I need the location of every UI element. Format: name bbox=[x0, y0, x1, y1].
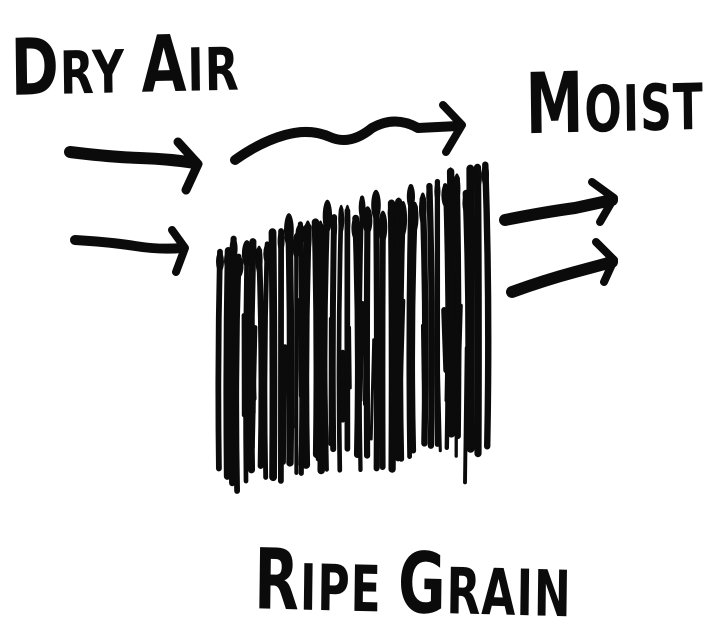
grain-stalk-inner bbox=[292, 347, 293, 427]
grain-head bbox=[284, 213, 294, 248]
grain-stalk-inner bbox=[265, 320, 266, 389]
grain-stalk-inner bbox=[253, 327, 256, 448]
grain-stalk bbox=[376, 195, 377, 468]
grain-stalk bbox=[478, 167, 479, 453]
grain-head bbox=[426, 185, 432, 208]
moist-air-label-part-1: OIST bbox=[584, 70, 711, 147]
grain-stalk-inner bbox=[423, 326, 425, 442]
ripe-grain-label: RIPE GRAIN bbox=[254, 530, 573, 637]
grain-stalk-inner bbox=[349, 328, 350, 388]
dry-air-arrow-bottom bbox=[75, 230, 185, 272]
grain-head bbox=[323, 200, 332, 233]
grain-stalk-inner bbox=[444, 310, 446, 370]
grain-stalk-inner bbox=[316, 321, 318, 459]
grain-head bbox=[338, 205, 344, 235]
grain-head bbox=[434, 181, 440, 202]
dry-air-label-part-2: IR bbox=[187, 36, 240, 106]
grain-stalk-inner bbox=[371, 340, 374, 439]
grain-head bbox=[412, 202, 419, 233]
grain-stalk-inner bbox=[412, 332, 413, 434]
ripe-grain-stalks bbox=[216, 162, 489, 491]
dry-air-label-initial-d: D bbox=[10, 21, 60, 114]
grain-stalk-inner bbox=[325, 354, 327, 469]
air-flow-wavy-arrow bbox=[235, 105, 462, 160]
ripe-grain-label-initial-r: R bbox=[254, 530, 301, 630]
grain-head bbox=[473, 165, 482, 189]
moist-air-arrow-bottom bbox=[512, 242, 614, 292]
grain-head bbox=[371, 190, 381, 221]
grain-stalk bbox=[321, 227, 322, 471]
grain-head bbox=[399, 201, 407, 237]
grain-stalk bbox=[392, 203, 393, 469]
grain-stalk-inner bbox=[283, 347, 285, 462]
grain-stalk-inner bbox=[465, 348, 467, 483]
grain-head bbox=[249, 239, 256, 265]
grain-stalk bbox=[429, 186, 431, 446]
moist-air-arrow-top bbox=[505, 182, 614, 222]
grain-stalk-inner bbox=[366, 334, 367, 404]
grain-stalk-inner bbox=[360, 303, 362, 400]
grain-head bbox=[453, 173, 460, 203]
grain-stalk bbox=[259, 250, 261, 466]
grain-head bbox=[467, 166, 474, 192]
ripe-grain-label-part-1: IPE bbox=[300, 551, 399, 627]
grain-stalk bbox=[339, 210, 341, 471]
grain-head bbox=[278, 229, 285, 253]
moist-air-label-initial-m: M bbox=[525, 54, 585, 154]
grain-stalk-inner bbox=[448, 340, 450, 429]
grain-stalk bbox=[485, 165, 488, 447]
moist-air-label: MOIST AIR bbox=[525, 48, 711, 154]
grain-head bbox=[234, 255, 244, 278]
grain-head bbox=[304, 220, 312, 254]
grain-head bbox=[344, 205, 350, 237]
grain-head bbox=[379, 211, 388, 244]
grain-stalk bbox=[273, 232, 274, 477]
grain-head bbox=[419, 192, 427, 225]
grain-head bbox=[448, 167, 454, 196]
dry-air-label-part-1: RY bbox=[59, 38, 142, 109]
grain-stalk-inner bbox=[306, 337, 307, 402]
grain-head bbox=[216, 251, 224, 272]
grain-stalk bbox=[231, 239, 233, 483]
grain-stalk bbox=[218, 252, 220, 469]
grain-stalk-inner bbox=[401, 301, 403, 381]
grain-head bbox=[482, 162, 489, 187]
dry-air-arrow-top bbox=[70, 142, 198, 190]
grain-stalk bbox=[227, 251, 228, 477]
grain-head bbox=[351, 216, 360, 240]
dry-air-label-initial-a: A bbox=[141, 18, 188, 111]
ripe-grain-label-initial-g: G bbox=[397, 534, 447, 634]
grain-head bbox=[269, 229, 276, 256]
grain-head bbox=[363, 206, 373, 234]
ripe-grain-label-part-2: RAIN bbox=[446, 555, 572, 632]
dry-air-label: DRY AIR bbox=[10, 17, 240, 114]
grain-stalk-inner bbox=[300, 300, 301, 396]
grain-head bbox=[331, 214, 337, 240]
grain-head bbox=[256, 246, 263, 276]
